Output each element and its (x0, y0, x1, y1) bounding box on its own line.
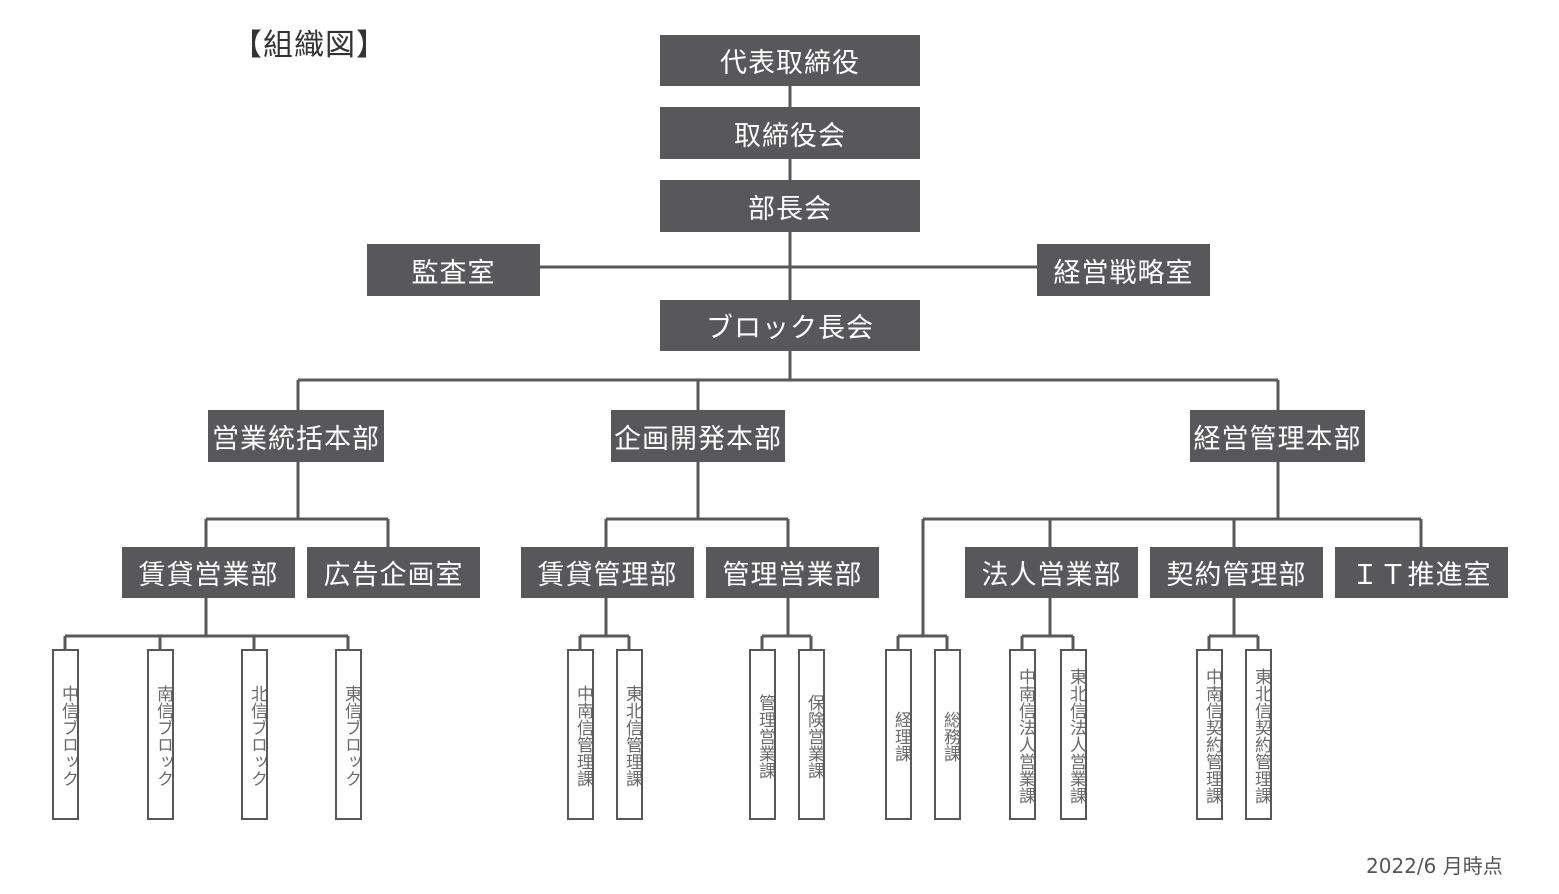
node-audit-office: 監査室 (367, 244, 540, 296)
node-tohoku-corp-sales: 東北信法人営業課 (1060, 649, 1087, 820)
node-naka-block: 中信ブロック (52, 649, 79, 820)
node-mgmt-sales-dept: 管理営業部 (706, 547, 879, 598)
node-chunan-corp-sales: 中南信法人営業課 (1009, 649, 1036, 820)
node-nan-block: 南信ブロック (147, 649, 174, 820)
node-chunan-mgmt: 中南信管理課 (567, 649, 594, 820)
node-hoku-block: 北信ブロック (241, 649, 268, 820)
node-admin-hq: 経営管理本部 (1190, 410, 1365, 462)
node-contract-mgmt-dept: 契約管理部 (1150, 547, 1323, 598)
node-general-affairs-sec: 総務課 (934, 649, 961, 820)
node-block-managers-meeting: ブロック長会 (660, 300, 920, 351)
node-mgmt-sales-sec: 管理営業課 (749, 649, 776, 820)
node-rental-sales-dept: 賃貸営業部 (122, 547, 295, 598)
node-planning-hq: 企画開発本部 (611, 410, 785, 462)
node-rental-mgmt-dept: 賃貸管理部 (521, 547, 694, 598)
node-tohoku-mgmt: 東北信管理課 (616, 649, 643, 820)
node-insurance-sales-sec: 保険営業課 (798, 649, 825, 820)
as-of-date-note: 2022/6 月時点 (1366, 854, 1503, 878)
node-ad-planning-office: 広告企画室 (307, 547, 480, 598)
node-strategy-office: 経営戦略室 (1037, 244, 1210, 296)
node-to-block: 東信ブロック (335, 649, 362, 820)
node-board: 取締役会 (660, 107, 920, 159)
node-ceo: 代表取締役 (660, 35, 920, 86)
node-sales-hq: 営業統括本部 (208, 410, 384, 462)
node-accounting-sec: 経理課 (885, 649, 912, 820)
node-chunan-contract-mgmt: 中南信契約管理課 (1196, 649, 1223, 820)
node-managers-meeting: 部長会 (660, 180, 920, 232)
chart-title: 【組織図】 (232, 28, 387, 63)
node-it-office: ＩＴ推進室 (1335, 547, 1508, 598)
node-corporate-sales-dept: 法人営業部 (965, 547, 1138, 598)
node-tohoku-contract-mgmt: 東北信契約管理課 (1245, 649, 1272, 820)
